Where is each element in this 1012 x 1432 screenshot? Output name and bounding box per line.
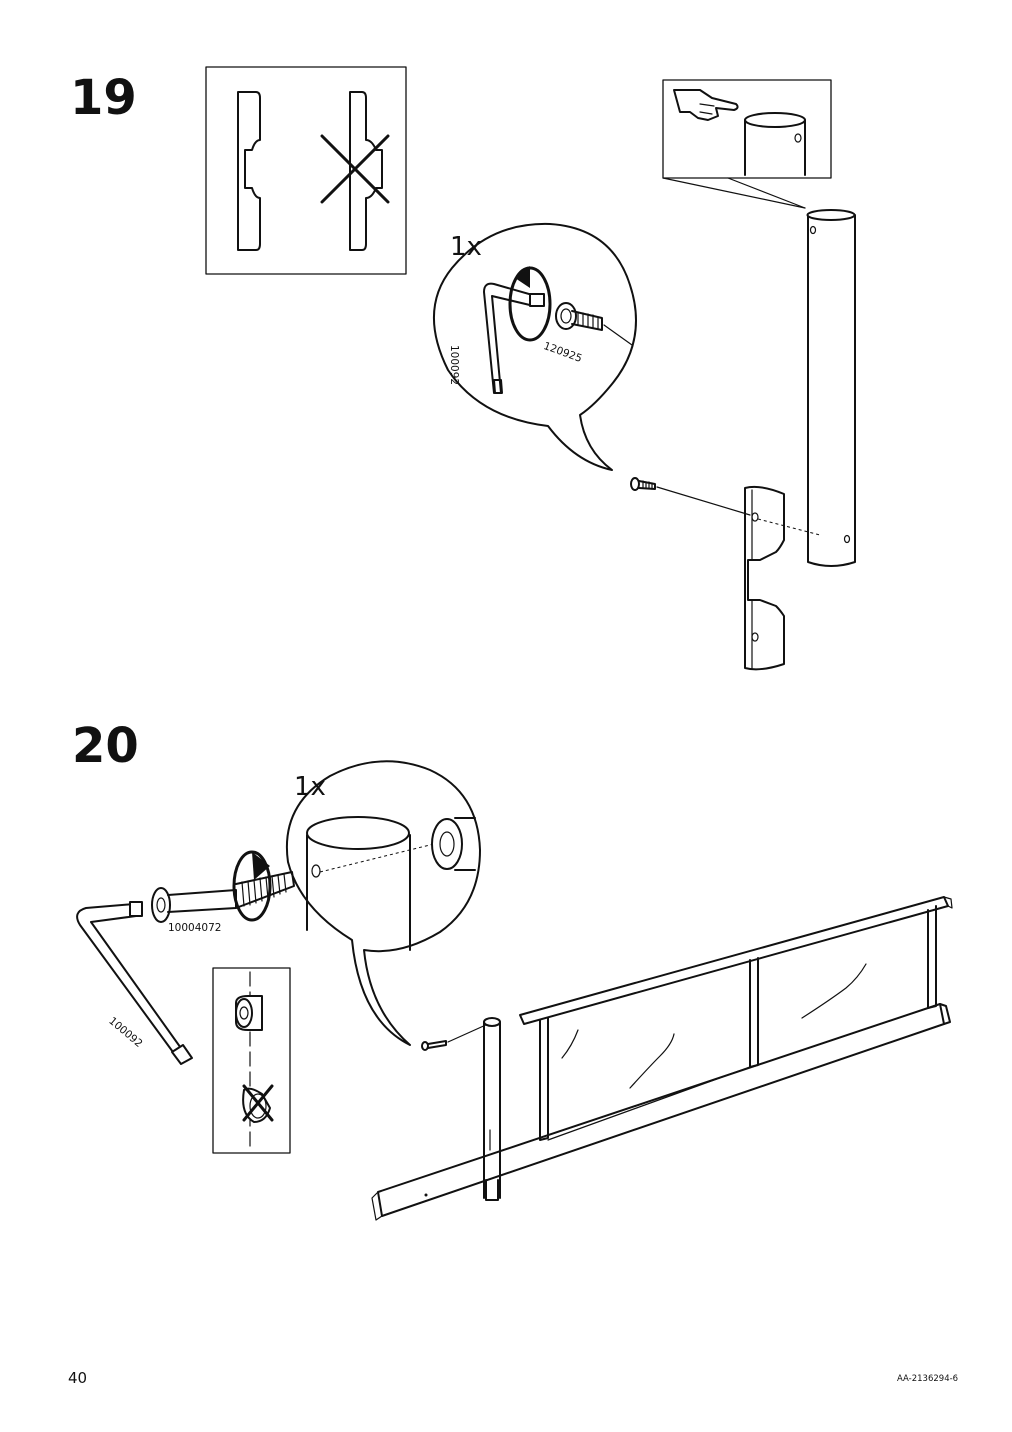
step-19-detail-callout [432, 222, 637, 471]
rotate-arrow-icon [508, 266, 552, 342]
page-number: 40 [68, 1369, 88, 1387]
step-20-detail-callout [286, 760, 481, 1046]
bolt-orientation-box [212, 967, 291, 1154]
finger-point-hole-icon [673, 89, 739, 121]
bolt-orientation-correct-icon [235, 995, 263, 1031]
document-code: AA-2136294-6 [897, 1374, 959, 1384]
metal-bracket [744, 485, 785, 671]
bracket-orientation-correct-icon [237, 91, 261, 251]
guard-rail-assembly [371, 896, 953, 1221]
bolt-icon [151, 871, 295, 923]
upright-post [806, 209, 856, 567]
bracket-orientation-box [205, 66, 407, 275]
step-20-bolt-part-number: 10004072 [168, 922, 222, 934]
bracket-orientation-wrong-icon [320, 91, 390, 251]
bolt-orientation-wrong-icon [242, 1084, 274, 1123]
allen-key-icon [76, 901, 193, 1065]
step-20-quantity: 1x [294, 772, 326, 802]
rotate-arrow-icon [232, 850, 272, 922]
step-number-20: 20 [72, 718, 139, 774]
screw-icon [555, 302, 603, 331]
step-number-19: 19 [70, 70, 137, 126]
screw-icon [630, 477, 656, 491]
allen-key-icon [483, 282, 545, 394]
step-19-quantity: 1x [450, 232, 482, 262]
screw-icon [421, 1040, 447, 1051]
hole-orientation-hint-box [662, 79, 832, 209]
